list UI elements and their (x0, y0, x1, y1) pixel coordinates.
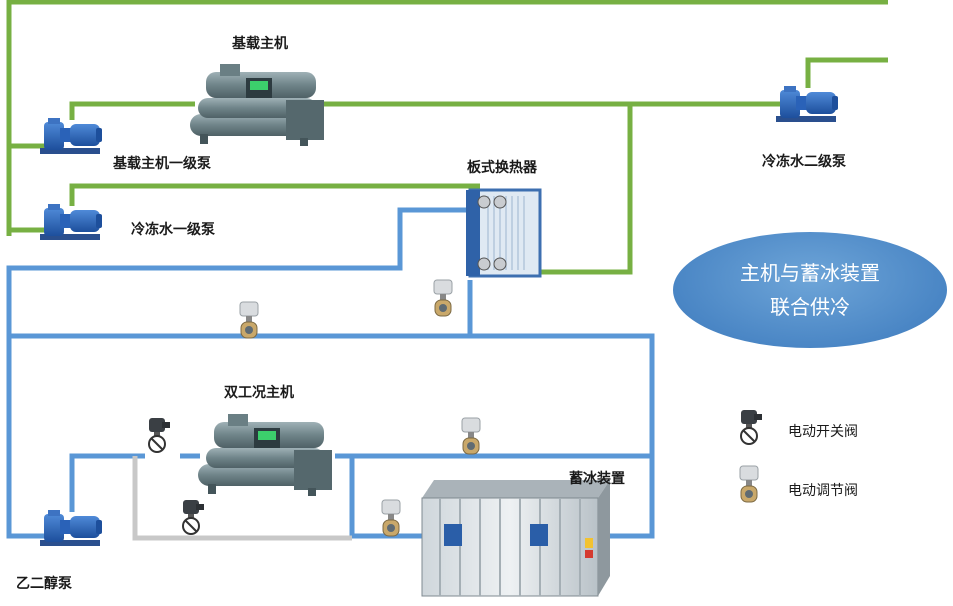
regulating-valve-main (239, 301, 259, 339)
glycol-pipes (6, 207, 655, 539)
label-glycol-pump: 乙二醇泵 (16, 576, 72, 592)
label-base-chiller: 基载主机 (232, 36, 288, 52)
pump1-to-hx (69, 183, 480, 206)
legend-regulating-valve-icon (739, 465, 759, 503)
glycol-pump-discharge (69, 453, 145, 512)
bypass-pipe (132, 456, 352, 541)
hx-glycol-supply (6, 207, 478, 539)
label-dual-chiller: 双工况主机 (224, 385, 294, 401)
base-pump (40, 118, 102, 154)
onoff-valve-chiller-inlet (148, 417, 171, 453)
mode-callout: 主机与蓄冰装置 联合供冷 (673, 232, 947, 348)
glycol-pump (40, 510, 102, 546)
callout-line-2: 联合供冷 (770, 295, 850, 319)
label-ice-storage: 蓄冰装置 (569, 471, 625, 487)
chw-pump-1 (40, 204, 102, 240)
onoff-valve-bypass (182, 499, 205, 535)
regulating-valve-hx (433, 279, 453, 317)
plate-heat-exchanger (466, 188, 542, 278)
regulating-valve-branch (461, 417, 481, 455)
base-chiller (190, 64, 324, 146)
label-chw-pump-1: 冷冻水一级泵 (131, 222, 215, 238)
label-chw-pump-2: 冷冻水二级泵 (762, 154, 846, 170)
label-base-pump: 基载主机一级泵 (113, 156, 211, 172)
chilled-water-pipes (6, 0, 888, 275)
label-plate-hx: 板式换热器 (467, 160, 537, 176)
regulating-valve-ice (381, 499, 401, 537)
ice-return (600, 456, 655, 539)
legend-onoff-valve-icon (740, 409, 763, 445)
secondary-pump-riser (805, 57, 888, 88)
callout-line-1: 主机与蓄冰装置 (740, 261, 880, 285)
main-loop (9, 333, 655, 459)
legend-regulating-valve-label: 电动调节阀 (788, 483, 858, 499)
hx-return-pipe (510, 104, 633, 275)
base-pump-discharge (69, 101, 195, 120)
dual-mode-chiller (198, 414, 332, 496)
top-header-pipe (6, 0, 888, 236)
legend-onoff-valve-label: 电动开关阀 (788, 424, 858, 440)
ice-storage-tank (421, 480, 610, 597)
chw-pump-2 (776, 86, 838, 122)
